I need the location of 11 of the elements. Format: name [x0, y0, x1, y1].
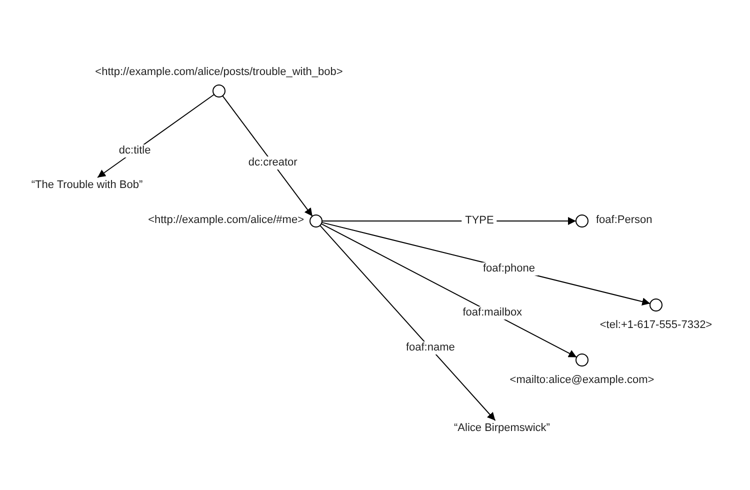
- node-label: <http://example.com/alice/#me>: [148, 214, 304, 227]
- node-label: <tel:+1-617-555-7332>: [600, 319, 712, 332]
- node-label: foaf:Person: [596, 214, 652, 227]
- arrow: [320, 224, 496, 421]
- literal-text: “Alice Birpemswick”: [454, 422, 550, 434]
- node-label: <mailto:alice@example.com>: [510, 374, 654, 387]
- arrow: [320, 223, 578, 358]
- literal-text: “The Trouble with Bob”: [31, 178, 143, 192]
- arrow: [222, 95, 313, 217]
- edge-label: foaf:phone: [480, 262, 538, 276]
- node-label: <http://example.com/alice/posts/trouble_with_bob>: [95, 66, 343, 79]
